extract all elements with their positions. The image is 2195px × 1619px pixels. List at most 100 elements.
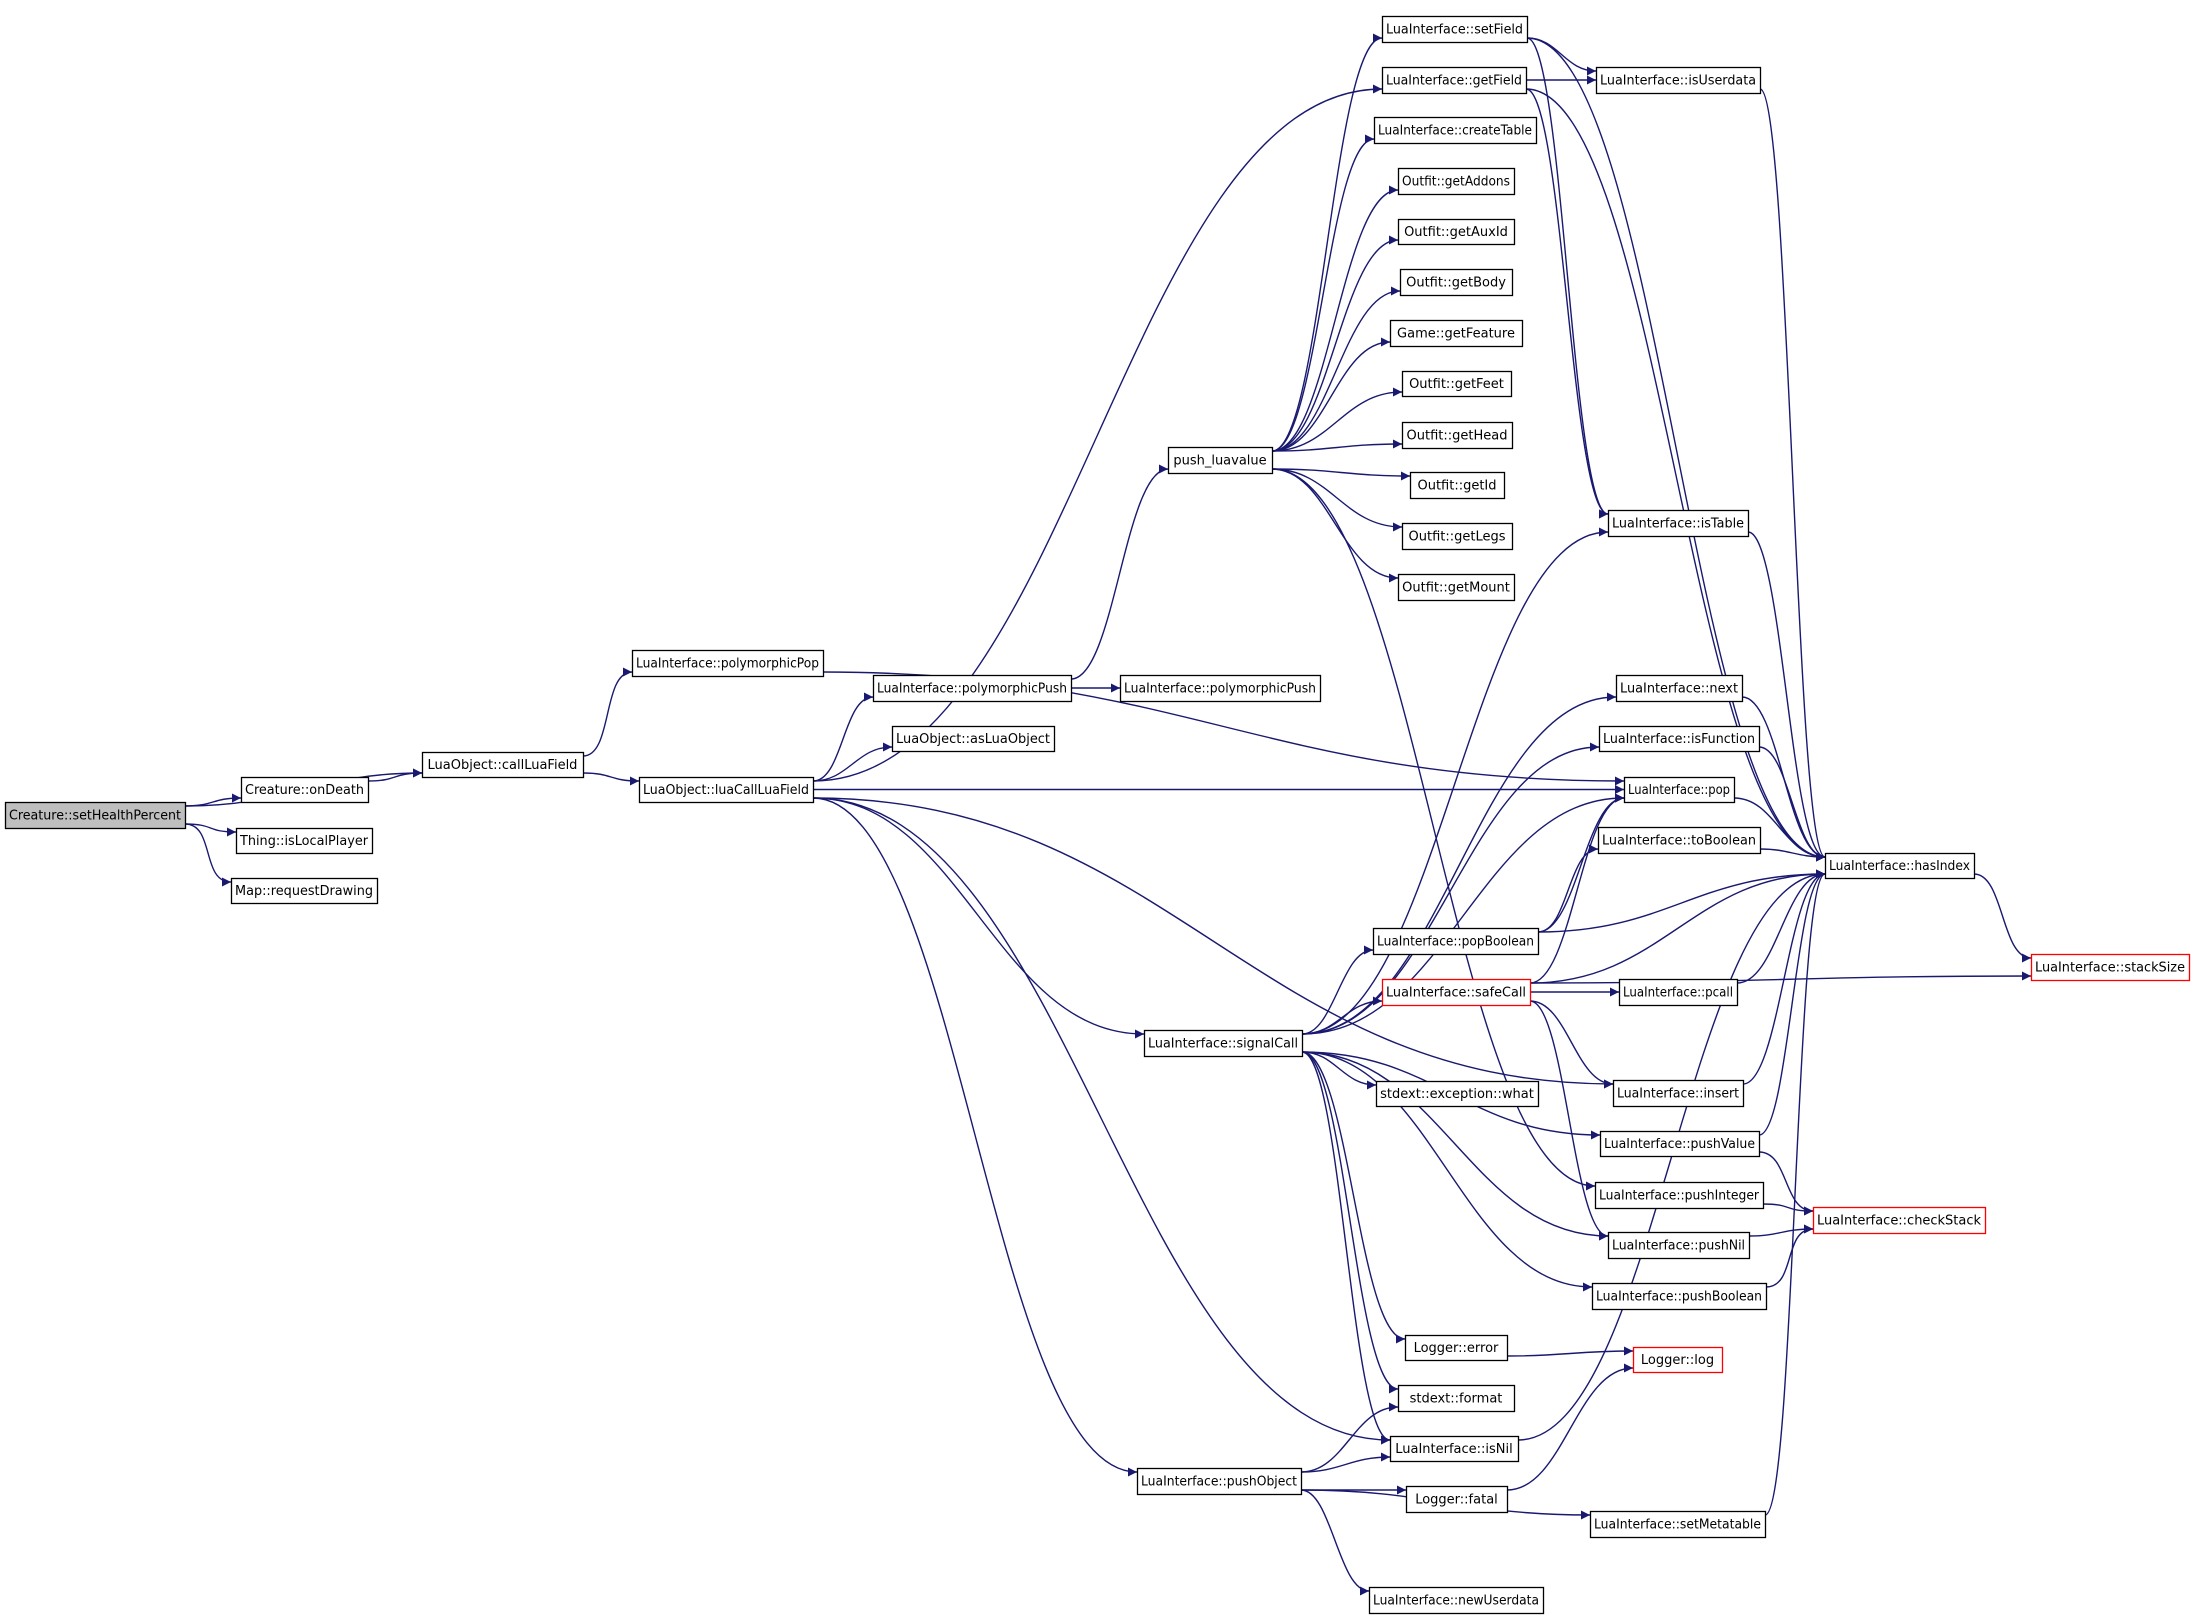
node-box-get-feet[interactable] bbox=[1401, 370, 1513, 398]
node-box-get-aux-id[interactable] bbox=[1397, 218, 1516, 246]
node-box-pop[interactable] bbox=[1623, 776, 1736, 804]
node-is-function[interactable]: LuaInterface::isFunction bbox=[1598, 725, 1761, 753]
node-format[interactable]: stdext::format bbox=[1397, 1384, 1516, 1413]
node-next[interactable]: LuaInterface::next bbox=[1615, 674, 1744, 703]
node-box-polymorphic-push2[interactable] bbox=[1119, 674, 1322, 703]
node-box-get-id[interactable] bbox=[1409, 471, 1506, 500]
node-create-table[interactable]: LuaInterface::createTable bbox=[1373, 116, 1538, 145]
node-get-head[interactable]: Outfit::getHead bbox=[1401, 421, 1514, 450]
node-box-get-feature[interactable] bbox=[1389, 319, 1524, 348]
node-box-what[interactable] bbox=[1375, 1080, 1540, 1108]
node-box-polymorphic-push1[interactable] bbox=[872, 674, 1073, 703]
node-box-lua-call-lua-field[interactable] bbox=[638, 776, 815, 804]
node-pop-boolean[interactable]: LuaInterface::popBoolean bbox=[1372, 927, 1540, 956]
node-box-is-local-player[interactable] bbox=[235, 827, 374, 855]
node-safe-call[interactable]: LuaInterface::safeCall bbox=[1381, 978, 1532, 1007]
node-box-pcall[interactable] bbox=[1618, 978, 1739, 1007]
node-signal-call[interactable]: LuaInterface::signalCall bbox=[1143, 1029, 1304, 1058]
node-set-metatable[interactable]: LuaInterface::setMetatable bbox=[1589, 1510, 1767, 1539]
node-polymorphic-pop[interactable]: LuaInterface::polymorphicPop bbox=[631, 649, 825, 678]
node-box-polymorphic-pop[interactable] bbox=[631, 649, 825, 678]
node-box-new-userdata[interactable] bbox=[1368, 1586, 1545, 1615]
node-box-is-table[interactable] bbox=[1607, 509, 1750, 538]
node-to-boolean[interactable]: LuaInterface::toBoolean bbox=[1597, 826, 1762, 855]
node-has-index[interactable]: LuaInterface::hasIndex bbox=[1824, 852, 1976, 880]
node-on-death[interactable]: Creature::onDeath bbox=[240, 776, 370, 804]
node-box-set-metatable[interactable] bbox=[1589, 1510, 1767, 1539]
node-box-has-index[interactable] bbox=[1824, 852, 1976, 880]
node-box-set-health-percent[interactable] bbox=[4, 801, 187, 830]
node-push-value[interactable]: LuaInterface::pushValue bbox=[1599, 1130, 1761, 1158]
node-get-mount[interactable]: Outfit::getMount bbox=[1397, 573, 1516, 602]
node-is-table[interactable]: LuaInterface::isTable bbox=[1607, 509, 1750, 538]
node-stack-size[interactable]: LuaInterface::stackSize bbox=[2030, 953, 2191, 982]
node-box-get-field[interactable] bbox=[1381, 66, 1528, 95]
node-box-log[interactable] bbox=[1632, 1346, 1724, 1374]
node-is-nil[interactable]: LuaInterface::isNil bbox=[1389, 1435, 1520, 1463]
node-box-get-head[interactable] bbox=[1401, 421, 1514, 450]
node-call-lua-field[interactable]: LuaObject::callLuaField bbox=[421, 751, 585, 779]
node-box-insert[interactable] bbox=[1612, 1079, 1745, 1108]
node-get-addons[interactable]: Outfit::getAddons bbox=[1397, 167, 1516, 196]
node-get-aux-id[interactable]: Outfit::getAuxId bbox=[1397, 218, 1516, 246]
node-box-as-lua-object[interactable] bbox=[891, 725, 1056, 753]
node-box-set-field[interactable] bbox=[1381, 15, 1529, 44]
node-box-get-body[interactable] bbox=[1399, 268, 1514, 297]
node-box-safe-call[interactable] bbox=[1381, 978, 1532, 1007]
node-box-format[interactable] bbox=[1397, 1384, 1516, 1413]
node-box-check-stack[interactable] bbox=[1812, 1206, 1987, 1235]
node-check-stack[interactable]: LuaInterface::checkStack bbox=[1812, 1206, 1987, 1235]
node-what[interactable]: stdext::exception::what bbox=[1375, 1080, 1540, 1108]
node-box-next[interactable] bbox=[1615, 674, 1744, 703]
node-is-userdata[interactable]: LuaInterface::isUserdata bbox=[1595, 66, 1762, 95]
node-box-get-addons[interactable] bbox=[1397, 167, 1516, 196]
node-box-push-integer[interactable] bbox=[1594, 1181, 1765, 1210]
node-insert[interactable]: LuaInterface::insert bbox=[1612, 1079, 1745, 1108]
node-box-get-legs[interactable] bbox=[1401, 522, 1514, 551]
node-box-request-drawing[interactable] bbox=[230, 877, 379, 905]
node-polymorphic-push1[interactable]: LuaInterface::polymorphicPush bbox=[872, 674, 1073, 703]
node-as-lua-object[interactable]: LuaObject::asLuaObject bbox=[891, 725, 1056, 753]
node-push-luavalue[interactable]: push_luavalue bbox=[1167, 446, 1274, 475]
node-box-create-table[interactable] bbox=[1373, 116, 1538, 145]
node-polymorphic-push2[interactable]: LuaInterface::polymorphicPush bbox=[1119, 674, 1322, 703]
node-box-push-value[interactable] bbox=[1599, 1130, 1761, 1158]
node-pop[interactable]: LuaInterface::pop bbox=[1623, 776, 1736, 804]
node-box-on-death[interactable] bbox=[240, 776, 370, 804]
node-push-boolean[interactable]: LuaInterface::pushBoolean bbox=[1591, 1282, 1768, 1311]
node-box-get-mount[interactable] bbox=[1397, 573, 1516, 602]
node-push-object[interactable]: LuaInterface::pushObject bbox=[1136, 1467, 1303, 1496]
node-new-userdata[interactable]: LuaInterface::newUserdata bbox=[1368, 1586, 1545, 1615]
node-box-fatal[interactable] bbox=[1405, 1485, 1509, 1514]
node-box-to-boolean[interactable] bbox=[1597, 826, 1762, 855]
node-pcall[interactable]: LuaInterface::pcall bbox=[1618, 978, 1739, 1007]
node-fatal[interactable]: Logger::fatal bbox=[1405, 1485, 1509, 1514]
node-box-stack-size[interactable] bbox=[2030, 953, 2191, 982]
node-is-local-player[interactable]: Thing::isLocalPlayer bbox=[235, 827, 374, 855]
node-box-push-nil[interactable] bbox=[1607, 1231, 1751, 1260]
node-get-feet[interactable]: Outfit::getFeet bbox=[1401, 370, 1513, 398]
node-box-is-nil[interactable] bbox=[1389, 1435, 1520, 1463]
node-box-error[interactable] bbox=[1404, 1334, 1509, 1362]
node-get-id[interactable]: Outfit::getId bbox=[1409, 471, 1506, 500]
node-box-push-boolean[interactable] bbox=[1591, 1282, 1768, 1311]
node-get-field[interactable]: LuaInterface::getField bbox=[1381, 66, 1528, 95]
node-get-feature[interactable]: Game::getFeature bbox=[1389, 319, 1524, 348]
node-get-body[interactable]: Outfit::getBody bbox=[1399, 268, 1514, 297]
node-push-nil[interactable]: LuaInterface::pushNil bbox=[1607, 1231, 1751, 1260]
node-set-field[interactable]: LuaInterface::setField bbox=[1381, 15, 1529, 44]
node-box-call-lua-field[interactable] bbox=[421, 751, 585, 779]
node-box-is-userdata[interactable] bbox=[1595, 66, 1762, 95]
node-request-drawing[interactable]: Map::requestDrawing bbox=[230, 877, 379, 905]
node-error[interactable]: Logger::error bbox=[1404, 1334, 1509, 1362]
node-set-health-percent[interactable]: Creature::setHealthPercent bbox=[4, 801, 187, 830]
node-box-push-luavalue[interactable] bbox=[1167, 446, 1274, 475]
node-log[interactable]: Logger::log bbox=[1632, 1346, 1724, 1374]
node-get-legs[interactable]: Outfit::getLegs bbox=[1401, 522, 1514, 551]
node-lua-call-lua-field[interactable]: LuaObject::luaCallLuaField bbox=[638, 776, 815, 804]
node-box-signal-call[interactable] bbox=[1143, 1029, 1304, 1058]
node-push-integer[interactable]: LuaInterface::pushInteger bbox=[1594, 1181, 1765, 1210]
node-box-push-object[interactable] bbox=[1136, 1467, 1303, 1496]
node-box-is-function[interactable] bbox=[1598, 725, 1761, 753]
node-box-pop-boolean[interactable] bbox=[1372, 927, 1540, 956]
